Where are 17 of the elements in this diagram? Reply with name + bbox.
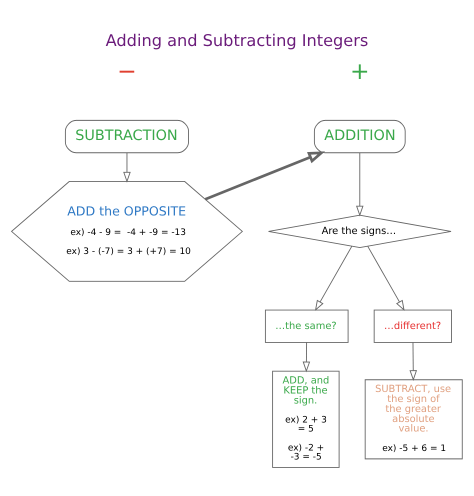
arrow <box>314 246 352 311</box>
arrow <box>367 246 405 311</box>
label: + <box>350 56 370 84</box>
node-box: ADD, and KEEP the sign. ex) 2 + 3 = 5 ex) -2 + -3 = -5 <box>272 370 340 468</box>
node-diamond: Are the signs… <box>268 214 452 248</box>
node-box: SUBTRACTION <box>64 119 189 153</box>
label: − <box>117 56 137 84</box>
arrow <box>302 342 310 372</box>
arrow <box>123 152 131 182</box>
diagram-title: Adding and Subtracting Integers <box>106 30 368 50</box>
node-box: …the same? <box>264 309 349 342</box>
arrow <box>356 152 364 216</box>
arrow <box>409 342 418 380</box>
node-box: …different? <box>374 309 452 342</box>
node-box: SUBTRACT, use the sign of the greater absolute value. ex) -5 + 6 = 1 <box>364 378 463 459</box>
arrow <box>204 150 326 200</box>
node-box: ADDITION <box>314 119 406 153</box>
